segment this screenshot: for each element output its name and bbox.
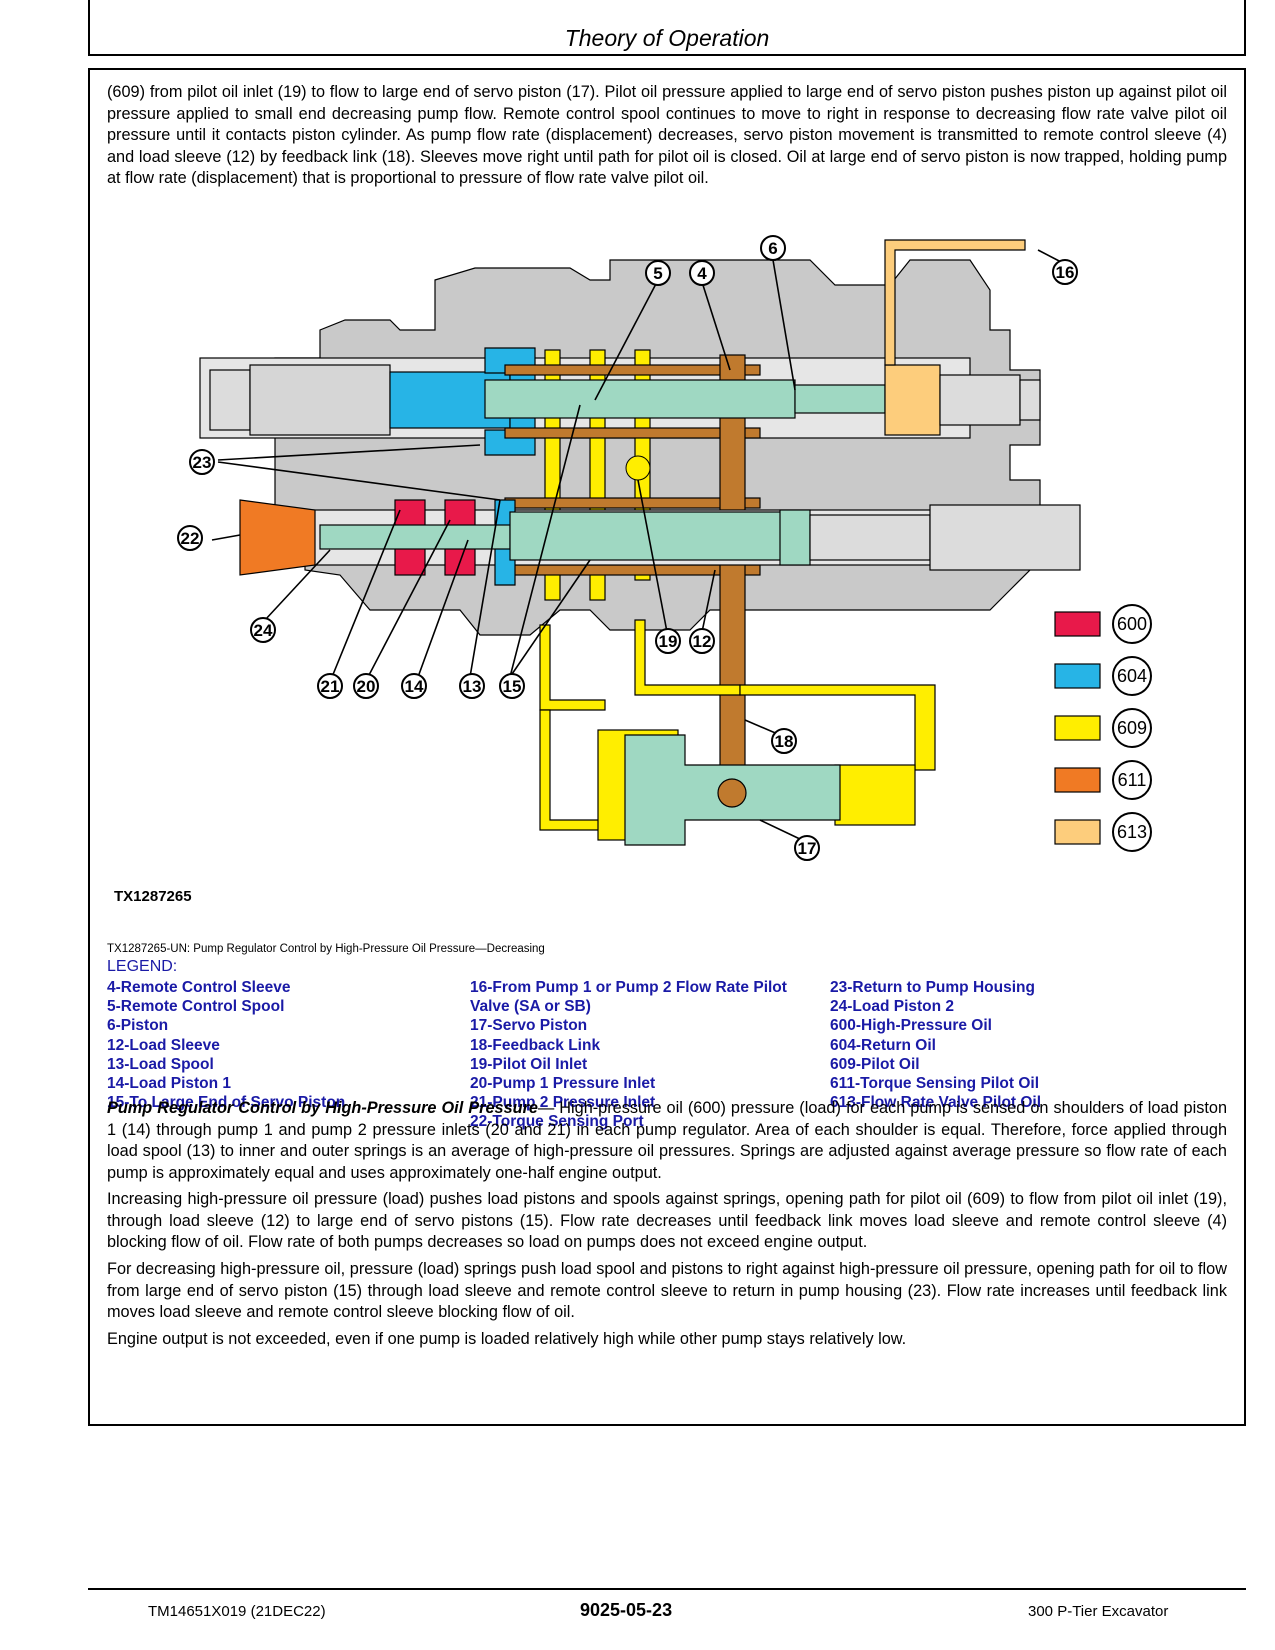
key-611: 611 bbox=[1118, 770, 1147, 790]
legend-item: 22-Torque Sensing Port bbox=[470, 1113, 644, 1131]
body-paragraph-3: For decreasing high-pressure oil, pressu… bbox=[107, 1260, 1227, 1321]
key-609: 609 bbox=[1117, 718, 1147, 738]
legend-item: 24-Load Piston 2 bbox=[830, 998, 955, 1016]
legend-item: 5-Remote Control Spool bbox=[107, 998, 285, 1016]
callout-19: 19 bbox=[659, 632, 678, 651]
intro-paragraph: (609) from pilot oil inlet (19) to flow … bbox=[107, 83, 1227, 187]
callout-22: 22 bbox=[181, 529, 200, 548]
hydraulic-diagram: 6 5 4 16 23 22 24 21 20 14 13 15 19 12 1… bbox=[90, 230, 1244, 990]
legend-item: 609-Pilot Oil bbox=[830, 1055, 920, 1073]
legend-item: 613-Flow Rate Valve Pilot Oil bbox=[830, 1094, 1042, 1112]
regulator-cutaway-drawing: 6 5 4 16 23 22 24 21 20 14 13 15 19 12 1… bbox=[177, 235, 1152, 861]
legend-item: 611-Torque Sensing Pilot Oil bbox=[830, 1075, 1040, 1093]
key-604: 604 bbox=[1117, 666, 1147, 686]
legend-item: 4-Remote Control Sleeve bbox=[107, 979, 291, 996]
legend-title: LEGEND: bbox=[107, 958, 178, 975]
callout-13: 13 bbox=[463, 677, 482, 696]
body-paragraph-4: Engine output is not exceeded, even if o… bbox=[107, 1330, 907, 1348]
footer-document-id: TM14651X019 (21DEC22) bbox=[148, 1603, 326, 1620]
legend-item: 16-From Pump 1 or Pump 2 Flow Rate Pilot bbox=[470, 979, 787, 996]
footer-page-number: 9025-05-23 bbox=[580, 1600, 673, 1620]
body-paragraph-2: Increasing high-pressure oil pressure (l… bbox=[107, 1190, 1227, 1251]
legend-item: 17-Servo Piston bbox=[470, 1017, 588, 1035]
key-600: 600 bbox=[1117, 614, 1147, 634]
callout-12: 12 bbox=[693, 632, 712, 651]
callout-4: 4 bbox=[697, 264, 707, 283]
legend-column-3: 23-Return to Pump Housing 24-Load Piston… bbox=[830, 978, 1041, 1112]
paragraph-heading: Pump Regulator Control by High-Pressure … bbox=[107, 1099, 538, 1117]
footer-rule bbox=[88, 1588, 1246, 1590]
callout-21: 21 bbox=[321, 677, 340, 696]
legend-item: Valve (SA or SB) bbox=[470, 998, 591, 1016]
page-header: Theory of Operation bbox=[88, 0, 1246, 56]
callout-16: 16 bbox=[1056, 263, 1075, 282]
legend-item: 12-Load Sleeve bbox=[107, 1036, 220, 1054]
footer-product-name: 300 P-Tier Excavator bbox=[1028, 1603, 1169, 1620]
callout-24: 24 bbox=[254, 621, 273, 640]
legend-item: 21-Pump 2 Pressure Inlet bbox=[470, 1094, 656, 1112]
legend-item: 20-Pump 1 Pressure Inlet bbox=[470, 1075, 656, 1093]
legend-item: 18-Feedback Link bbox=[470, 1036, 601, 1054]
page-title: Theory of Operation bbox=[564, 25, 770, 51]
callout-23: 23 bbox=[193, 453, 212, 472]
legend-item: 604-Return Oil bbox=[830, 1036, 936, 1054]
legend-item: 19-Pilot Oil Inlet bbox=[470, 1055, 588, 1073]
content-frame: (609) from pilot oil inlet (19) to flow … bbox=[88, 68, 1246, 1426]
key-613: 613 bbox=[1117, 822, 1147, 842]
callout-18: 18 bbox=[775, 732, 794, 751]
body-paragraph-1: Pump Regulator Control by High-Pressure … bbox=[107, 1098, 1227, 1184]
legend-item: 14-Load Piston 1 bbox=[107, 1075, 232, 1093]
callout-14: 14 bbox=[405, 677, 424, 696]
paragraph-text: — High-pressure oil (600) pressure (load… bbox=[107, 1099, 1227, 1182]
callout-5: 5 bbox=[653, 264, 662, 283]
callout-6: 6 bbox=[768, 239, 777, 258]
legend-item: 15-To Large End of Servo Piston bbox=[107, 1094, 346, 1112]
legend-item: 23-Return to Pump Housing bbox=[830, 979, 1035, 996]
callout-15: 15 bbox=[503, 677, 522, 696]
figure-caption: TX1287265-UN: Pump Regulator Control by … bbox=[107, 943, 545, 955]
figure-id: TX1287265 bbox=[114, 888, 192, 905]
legend-column-2: 16-From Pump 1 or Pump 2 Flow Rate Pilot… bbox=[470, 978, 787, 1132]
legend-item: 600-High-Pressure Oil bbox=[830, 1017, 992, 1035]
legend-item: 6-Piston bbox=[107, 1017, 169, 1035]
legend-item: 13-Load Spool bbox=[107, 1055, 214, 1073]
callout-20: 20 bbox=[357, 677, 376, 696]
legend-column-1: 4-Remote Control Sleeve 5-Remote Control… bbox=[107, 978, 345, 1112]
callout-17: 17 bbox=[798, 839, 817, 858]
